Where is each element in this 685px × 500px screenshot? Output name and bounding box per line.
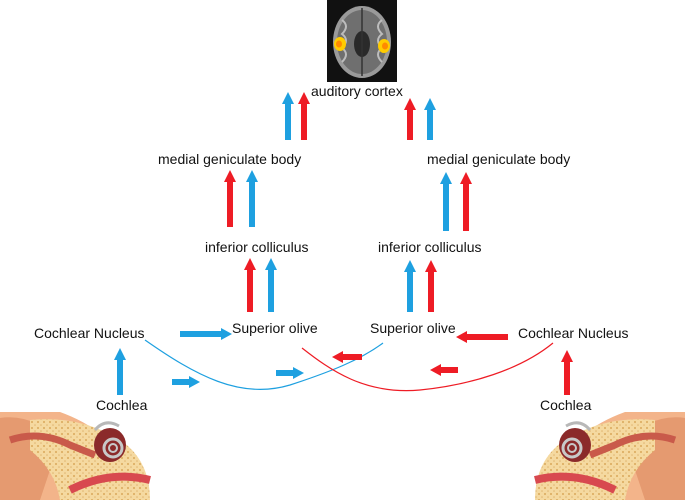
arrow-blue-crossing-2 bbox=[276, 367, 304, 379]
red-crossing-fiber bbox=[301, 342, 554, 392]
arrow-blue-cn-to-so-left bbox=[180, 328, 232, 340]
arrow-red-to-mgb-right bbox=[460, 172, 472, 231]
arrow-red-to-ic-left bbox=[244, 258, 256, 312]
arrow-blue-to-mgb-left bbox=[246, 170, 258, 227]
arrow-blue-to-cortex-left bbox=[282, 92, 294, 140]
arrow-red-to-cn-right bbox=[561, 350, 573, 395]
arrow-red-to-cortex-right bbox=[404, 98, 416, 140]
ear-anatomy-icon bbox=[0, 412, 151, 500]
arrow-blue-to-cn-left bbox=[114, 348, 126, 395]
label-so-right: Superior olive bbox=[370, 320, 456, 336]
arrow-red-crossing-1 bbox=[332, 351, 362, 363]
arrow-red-to-ic-right bbox=[425, 260, 437, 312]
ear-anatomy-icon bbox=[534, 412, 685, 500]
label-cn-left: Cochlear Nucleus bbox=[34, 325, 145, 341]
arrow-blue-to-ic-left bbox=[265, 258, 277, 312]
label-mgb-right: medial geniculate body bbox=[427, 151, 571, 167]
label-so-left: Superior olive bbox=[232, 320, 318, 336]
label-mgb-left: medial geniculate body bbox=[158, 151, 302, 167]
brain-mri-axial-icon bbox=[327, 0, 397, 82]
arrow-blue-to-cortex-right bbox=[424, 98, 436, 140]
arrow-red-crossing-2 bbox=[430, 364, 458, 376]
label-ic-right: inferior colliculus bbox=[378, 239, 482, 255]
horizontal-arrows bbox=[172, 328, 508, 388]
arrow-red-cn-to-so-right bbox=[456, 331, 508, 343]
arrow-red-to-mgb-left bbox=[224, 170, 236, 227]
label-cochlea-left: Cochlea bbox=[96, 397, 148, 413]
arrow-blue-to-mgb-right bbox=[440, 172, 452, 231]
label-ic-left: inferior colliculus bbox=[205, 239, 309, 255]
arrow-red-to-cortex-left bbox=[298, 92, 310, 140]
ascending-arrows bbox=[114, 92, 573, 395]
label-cn-right: Cochlear Nucleus bbox=[518, 325, 629, 341]
arrow-blue-crossing-1 bbox=[172, 376, 200, 388]
label-cochlea-right: Cochlea bbox=[540, 397, 592, 413]
label-auditory-cortex: auditory cortex bbox=[311, 83, 403, 99]
arrow-blue-to-ic-right bbox=[404, 260, 416, 312]
